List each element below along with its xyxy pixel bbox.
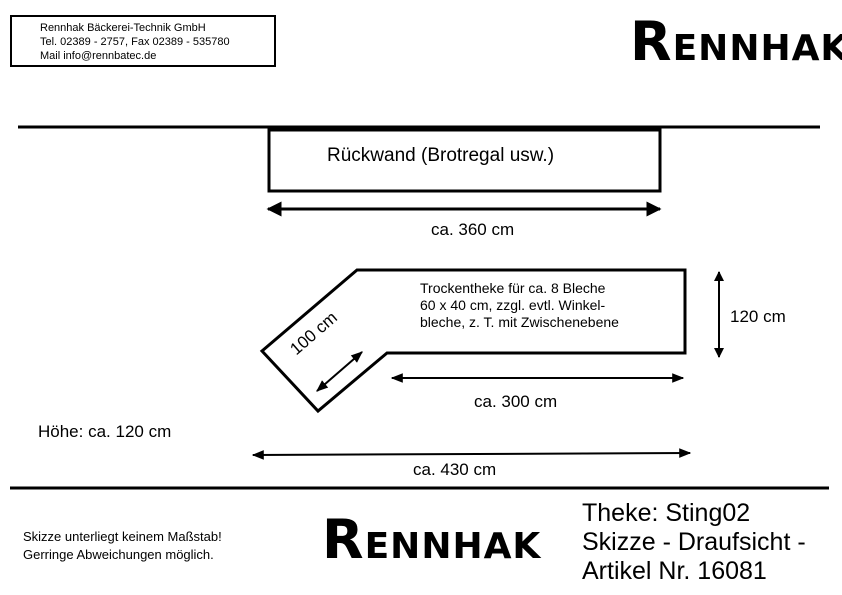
title-block: Theke: Sting02 Skizze - Draufsicht - Art… [582, 499, 806, 586]
logo-bottom-initial: R [322, 508, 365, 571]
company-name: Rennhak Bäckerei-Technik GmbH [40, 22, 206, 34]
back-wall-width-label: ca. 360 cm [431, 220, 515, 239]
angle-length-arrow [316, 351, 363, 392]
phone-fax: Tel. 02389 - 2757, Fax 02389 - 535780 [40, 36, 230, 48]
logo-top-initial: R [630, 10, 673, 73]
counter-description: Trockentheke für ca. 8 Bleche 60 x 40 cm… [420, 280, 619, 331]
main-length-label: ca. 300 cm [474, 392, 558, 411]
counter-description-line-3: bleche, z. T. mit Zwischenebene [420, 314, 619, 330]
disclaimer-line-2: Gerringe Abweichungen möglich. [23, 547, 214, 562]
disclaimer-line-1: Skizze unterliegt keinem Maßstab! [23, 529, 222, 544]
logo-top-rest: ENNHAK [672, 28, 842, 69]
disclaimer: Skizze unterliegt keinem Maßstab! Gerrin… [23, 528, 222, 564]
logo-top: RENNHAK [630, 10, 842, 73]
back-wall-label: Rückwand (Brotregal usw.) [327, 145, 555, 166]
height-label: Höhe: ca. 120 cm [38, 422, 172, 441]
total-length-label: ca. 430 cm [413, 460, 497, 479]
logo-bottom-rest: ENNHAK [364, 526, 542, 567]
counter-description-line-2: 60 x 40 cm, zzgl. evtl. Winkel- [420, 297, 606, 313]
depth-label: 120 cm [730, 307, 786, 326]
title-line-2: Skizze - Draufsicht - [582, 528, 806, 556]
counter-outline [259, 268, 687, 414]
logo-bottom: RENNHAK [322, 508, 541, 571]
counter-description-line-1: Trockentheke für ca. 8 Bleche [420, 280, 606, 296]
total-length-arrow [251, 448, 692, 460]
email: Mail info@rennbatec.de [40, 50, 157, 62]
contact-box: Rennhak Bäckerei-Technik GmbH Tel. 02389… [10, 15, 276, 67]
title-line-3: Artikel Nr. 16081 [582, 557, 767, 585]
title-line-1: Theke: Sting02 [582, 499, 751, 527]
back-wall-rect [267, 128, 662, 193]
